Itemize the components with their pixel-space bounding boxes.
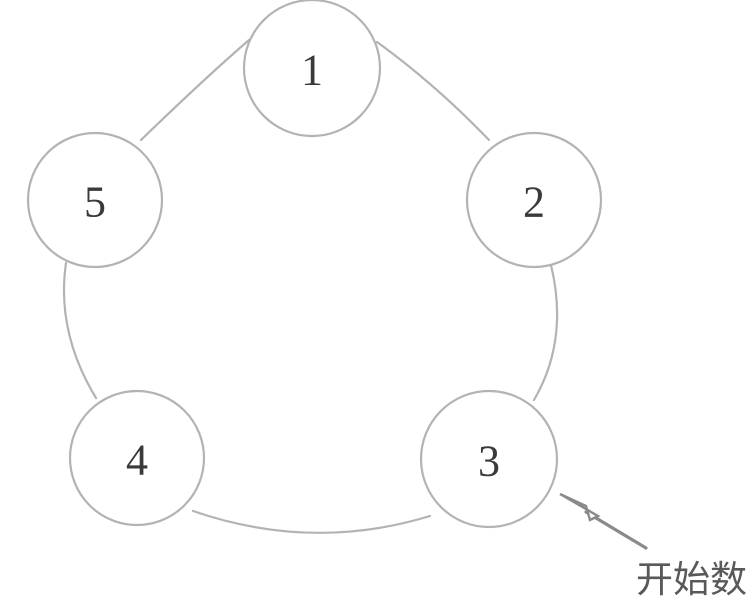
node-1[interactable]: 1 [242, 0, 382, 138]
pointer-arrow-head [559, 492, 601, 522]
node-4-label: 4 [126, 436, 148, 485]
start-pointer-annotation: 开始数 [559, 492, 747, 601]
link-5-to-1 [139, 38, 251, 142]
node-5-label: 5 [84, 178, 106, 227]
node-2-label: 2 [523, 178, 545, 227]
node-1-circle[interactable] [242, 0, 382, 138]
node-4[interactable]: 4 [68, 389, 206, 527]
link-2-to-3 [532, 263, 559, 402]
node-3[interactable]: 3 [419, 389, 559, 529]
node-5-circle[interactable] [26, 131, 164, 269]
link-1-to-2 [375, 40, 491, 142]
node-2[interactable]: 2 [465, 131, 603, 269]
node-5[interactable]: 5 [26, 131, 164, 269]
node-3-label: 3 [478, 437, 500, 486]
node-3-circle[interactable] [419, 389, 559, 529]
link-3-to-4 [191, 509, 432, 534]
node-2-circle[interactable] [465, 131, 603, 269]
node-1-label: 1 [301, 46, 323, 95]
link-4-to-5 [62, 261, 98, 400]
link-group [62, 38, 559, 534]
node-4-circle[interactable] [68, 389, 206, 527]
start-pointer-label: 开始数 [636, 558, 747, 601]
